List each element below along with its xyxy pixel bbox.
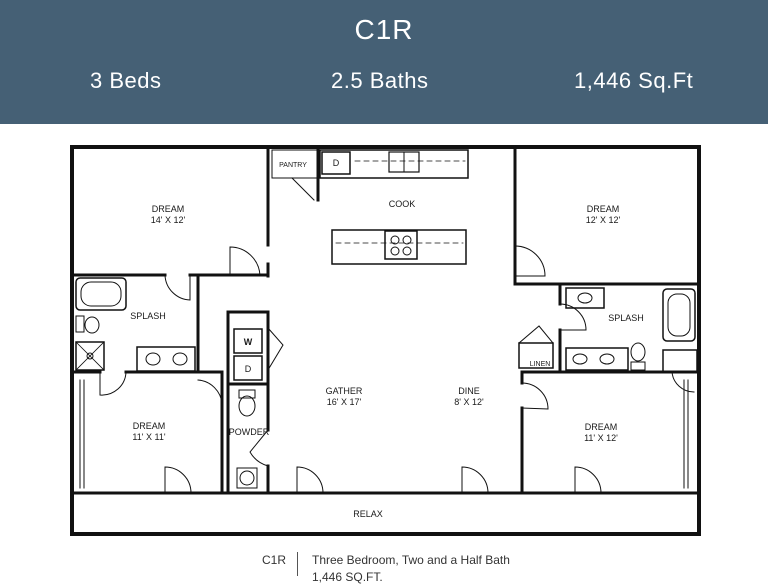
room-size-dream-bottom-left: 11' X 11' [132,432,165,442]
room-label-dream-bottom-left: DREAM [133,421,166,431]
room-size-dine: 8' X 12' [454,397,484,407]
room-size-dream-top-right: 12' X 12' [586,215,621,225]
room-label-dream-bottom-right: DREAM [585,422,618,432]
room-label-gather: GATHER [326,386,363,396]
room-label-pantry: PANTRY [279,162,307,169]
room-label-dine: DINE [458,386,480,396]
dryer-label: D [245,364,252,374]
footer: C1R Three Bedroom, Two and a Half Bath 1… [0,548,768,584]
room-size-dream-top-left: 14' X 12' [151,215,186,225]
header-banner: C1R 3 Beds 2.5 Baths 1,446 Sq.Ft [0,0,768,124]
footer-description: Three Bedroom, Two and a Half Bath [312,553,510,567]
room-label-powder: POWDER [229,427,270,437]
washer-label: W [244,337,253,347]
footer-area: 1,446 SQ.FT. [312,570,383,584]
square-footage: 1,446 Sq.Ft [574,68,694,93]
room-label-relax: RELAX [353,509,383,519]
room-label-splash-right: SPLASH [608,313,644,323]
footer-plan-code: C1R [262,553,287,567]
room-label-cook: COOK [389,199,416,209]
floor-plan: DREAM 14' X 12' DREAM 12' X 12' DREAM 11… [70,145,701,536]
room-label-dream-top-right: DREAM [587,204,620,214]
dishwasher-label: D [333,158,340,168]
room-size-gather: 16' X 17' [327,397,362,407]
room-label-linen: LINEN [530,361,551,368]
beds-count: 3 Beds [90,68,162,93]
room-label-dream-top-left: DREAM [152,204,185,214]
room-label-splash-left: SPLASH [130,311,166,321]
room-size-dream-bottom-right: 11' X 12' [584,433,618,443]
plan-title: C1R [354,14,414,45]
baths-count: 2.5 Baths [331,68,429,93]
footer-divider [297,552,298,576]
